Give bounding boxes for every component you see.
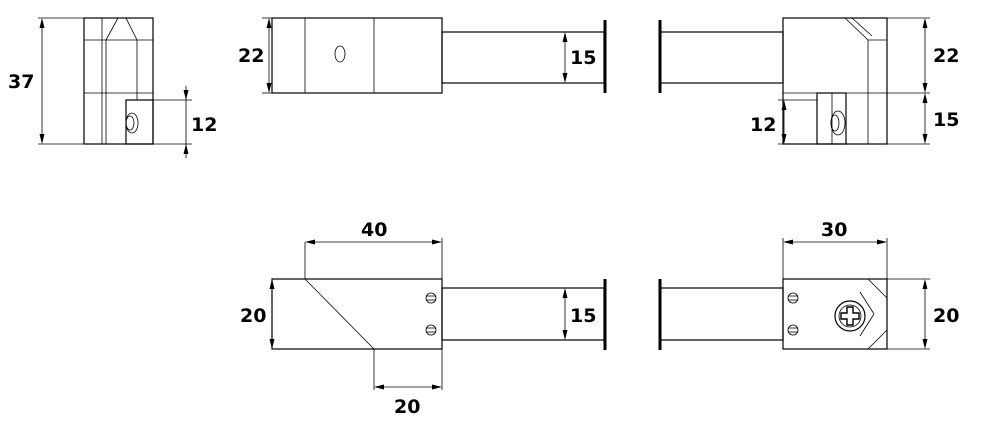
mirror-view-rod xyxy=(659,31,784,84)
dim-12-side: 12 xyxy=(191,114,217,136)
end-view-rod xyxy=(659,287,784,341)
hole-icon xyxy=(334,45,346,63)
screw-slot-icon xyxy=(125,112,139,134)
mirror-view: 22 15 12 xyxy=(658,17,959,145)
screw-slot-icon xyxy=(830,110,846,136)
front-view: 40 20 15 20 xyxy=(240,219,607,418)
dim-22-mirror: 22 xyxy=(933,45,959,67)
dim-22-top: 22 xyxy=(238,45,264,67)
screw-icon xyxy=(425,292,437,304)
dim-15-mirror: 15 xyxy=(933,109,959,131)
dim-30-end: 30 xyxy=(821,219,847,241)
screw-icon xyxy=(787,324,799,336)
dim-20-front-bottom: 20 xyxy=(394,396,420,418)
dim-15-top: 15 xyxy=(570,47,596,69)
end-view: 30 20 xyxy=(658,219,959,350)
dim-12-mirror: 12 xyxy=(750,114,776,136)
end-view-body xyxy=(782,278,888,350)
phillips-screw-icon xyxy=(834,300,866,332)
mirror-view-clamp xyxy=(816,92,847,145)
top-view-body xyxy=(271,17,443,94)
side-view-clamp xyxy=(125,99,154,145)
dim-15-front: 15 xyxy=(570,305,596,327)
mirror-view-body xyxy=(782,17,888,145)
screw-icon xyxy=(425,324,437,336)
screw-icon xyxy=(787,292,799,304)
dim-20-front-height: 20 xyxy=(240,305,266,327)
side-view-body xyxy=(83,17,154,145)
side-view: 37 12 xyxy=(8,17,217,158)
top-view: 22 15 xyxy=(238,17,607,94)
front-view-body xyxy=(271,278,443,350)
dim-40-front: 40 xyxy=(361,219,387,241)
dim-37: 37 xyxy=(8,71,34,93)
dim-20-end: 20 xyxy=(933,305,959,327)
